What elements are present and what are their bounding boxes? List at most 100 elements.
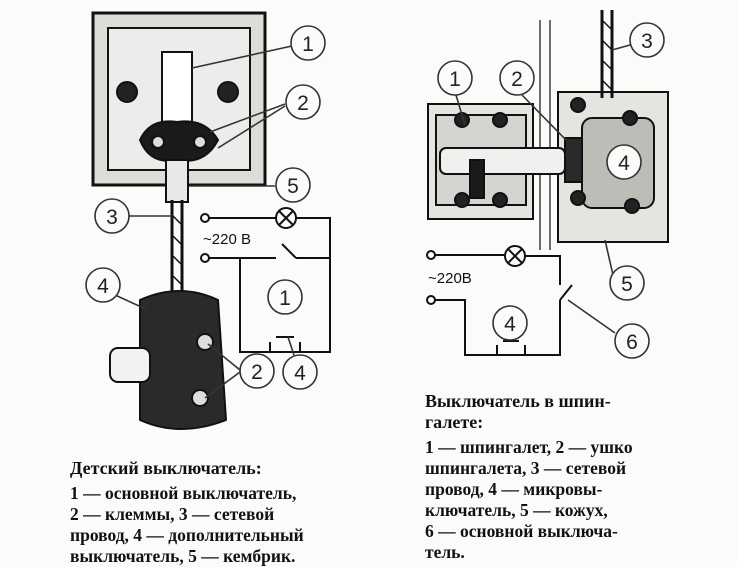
cord-twist [601, 19, 613, 91]
leader-line [611, 44, 631, 51]
leader-line [604, 239, 614, 276]
left-caption: Детский выключатель: 1 — основной выключ… [70, 458, 360, 567]
aux-switch-symbol [269, 336, 301, 352]
lamp-cross [507, 248, 523, 264]
callout-num-r2: 2 [511, 68, 523, 91]
callout-circle [437, 60, 473, 96]
main-switch-symbol [559, 284, 573, 301]
housing-screw [622, 110, 638, 126]
left-callout-labels: 1 2 5 3 4 2 1 4 [97, 33, 314, 385]
callout-num-r4: 4 [618, 152, 630, 175]
callout-num-r6: 6 [626, 331, 638, 354]
right-caption-line: 1 — шпингалет, 2 — ушко [425, 437, 633, 457]
aux-switch-body [139, 290, 228, 430]
network-cord [170, 200, 184, 300]
housing-screw [570, 190, 586, 206]
right-caption-line: провод, 4 — микровы- [425, 479, 603, 499]
callout-num-5: 5 [287, 175, 299, 198]
left-caption-line: 1 — основной выключатель, [70, 483, 297, 503]
callout-circle [492, 305, 528, 341]
callout-num-r1: 1 [449, 68, 461, 91]
terminal-symbol-top [200, 213, 210, 223]
latch-screw [454, 192, 470, 208]
voltage-label-left: ~220 В [203, 231, 251, 248]
leader-line [209, 103, 286, 149]
main-switch-symbol [209, 243, 297, 259]
leader-line [204, 343, 241, 399]
schematic-wire [435, 299, 561, 356]
callout-circle [606, 144, 642, 180]
callout-circle [629, 22, 665, 58]
plate-screw-left [116, 81, 138, 103]
terminal-block [138, 120, 220, 162]
callout-num-3: 3 [106, 206, 118, 229]
latch-screw [492, 192, 508, 208]
leader-line [287, 336, 295, 356]
right-figure [426, 10, 669, 356]
cord-twist [171, 214, 183, 286]
terminal-symbol-top [426, 250, 436, 260]
microswitch-symbol [496, 340, 526, 355]
left-figure [91, 11, 331, 430]
terminal-screw-right [193, 135, 207, 149]
left-caption-line: выключатель, 5 — кембрик. [70, 546, 296, 566]
cambric-sleeve [165, 159, 189, 203]
aux-terminal-lower [191, 389, 209, 407]
callout-num-r5: 5 [621, 273, 633, 296]
schematic-wire [525, 255, 561, 285]
leader-line [114, 294, 149, 311]
callout-num-2b: 2 [251, 361, 263, 384]
left-caption-line: провод, 4 — дополнительный [70, 525, 304, 545]
right-caption-title-line1: Выключатель в шпин- [425, 391, 611, 411]
plate-screw-right [217, 81, 239, 103]
callout-num-4b: 4 [294, 362, 306, 385]
left-caption-line: 2 — клеммы, 3 — сетевой [70, 504, 275, 524]
callout-circle [267, 279, 303, 315]
right-caption-title-line2: галете: [425, 412, 484, 432]
callout-num-4: 4 [97, 275, 109, 298]
callout-circle [275, 167, 311, 203]
callout-num-r3: 3 [641, 30, 653, 53]
callout-circle [94, 198, 130, 234]
terminal-symbol-bottom [426, 295, 436, 305]
terminal-screw-left [151, 135, 165, 149]
leader-line [191, 45, 293, 69]
leader-line [567, 299, 616, 334]
callout-circle [614, 323, 650, 359]
switch-lever [161, 51, 193, 125]
leader-line [521, 94, 567, 141]
callout-circle [282, 354, 318, 390]
callout-num-1: 1 [302, 33, 314, 56]
aux-terminal-upper [196, 333, 214, 351]
right-callouts [437, 22, 665, 359]
callout-circle [285, 84, 321, 120]
aux-switch-button [109, 347, 151, 383]
latch-screw [492, 112, 508, 128]
latch-handle [469, 159, 485, 199]
terminal-symbol-bottom [200, 253, 210, 263]
leader-line [455, 94, 466, 126]
callout-num-r4b: 4 [504, 313, 516, 336]
callout-circle [290, 25, 326, 61]
schematic-wire [296, 217, 331, 259]
right-callout-labels: 1 2 3 4 5 6 4 [449, 30, 653, 354]
callout-circle [85, 267, 121, 303]
lamp-cross [278, 210, 294, 226]
right-caption-line: 6 — основной выключа- [425, 521, 618, 541]
housing-screw [570, 97, 586, 113]
callout-circle [499, 60, 535, 96]
network-cord-right [600, 10, 614, 98]
schematic-wire [239, 258, 331, 353]
voltage-label-right: ~220В [428, 270, 472, 287]
callout-num-2: 2 [297, 92, 309, 115]
left-caption-title: Детский выключатель: [70, 458, 262, 478]
callout-circle [609, 265, 645, 301]
callout-circle [239, 353, 275, 389]
housing-screw [624, 198, 640, 214]
right-caption-line: ключатель, 5 — кожух, [425, 500, 608, 520]
latch-bolt [439, 147, 566, 175]
right-caption: Выключатель в шпин- галете: 1 — шпингале… [425, 391, 697, 563]
right-caption-line: шпингалета, 3 — сетевой [425, 458, 627, 478]
right-caption-line: тель. [425, 542, 465, 562]
